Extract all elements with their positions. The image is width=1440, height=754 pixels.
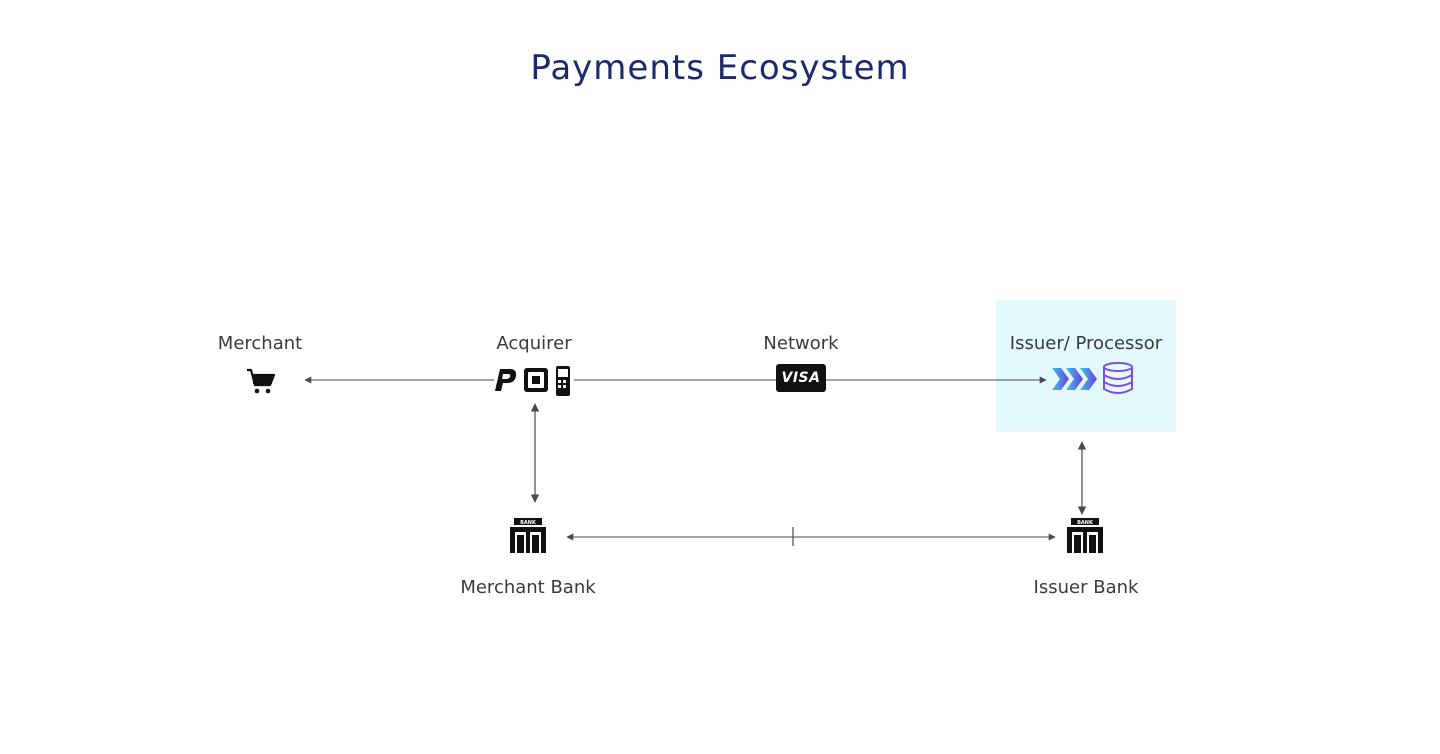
issuer-processor-label: Issuer/ Processor (1009, 333, 1163, 354)
merchant-bank-label: Merchant Bank (460, 577, 596, 598)
acquirer-label: Acquirer (496, 333, 572, 354)
square-icon (524, 368, 548, 392)
card-terminal-icon (556, 366, 570, 396)
network-label: Network (763, 333, 839, 354)
merchant-label: Merchant (217, 333, 303, 354)
issuer-bank-label: Issuer Bank (1033, 577, 1139, 598)
merchant-bank-icon: BANK (510, 518, 546, 553)
visa-card-icon: VISA (776, 364, 826, 392)
database-icon (1103, 362, 1133, 394)
diagram-title: Payments Ecosystem (530, 48, 910, 88)
issuer-processor-highlight (996, 300, 1176, 432)
issuer-bank-sign-text: BANK (1077, 520, 1094, 526)
issuer-bank-icon: BANK (1067, 518, 1103, 553)
paypal-icon (495, 369, 517, 391)
merchant-bank-sign-text: BANK (520, 520, 537, 526)
shopping-cart-icon (247, 368, 276, 394)
chevrons-icon (1052, 368, 1097, 390)
